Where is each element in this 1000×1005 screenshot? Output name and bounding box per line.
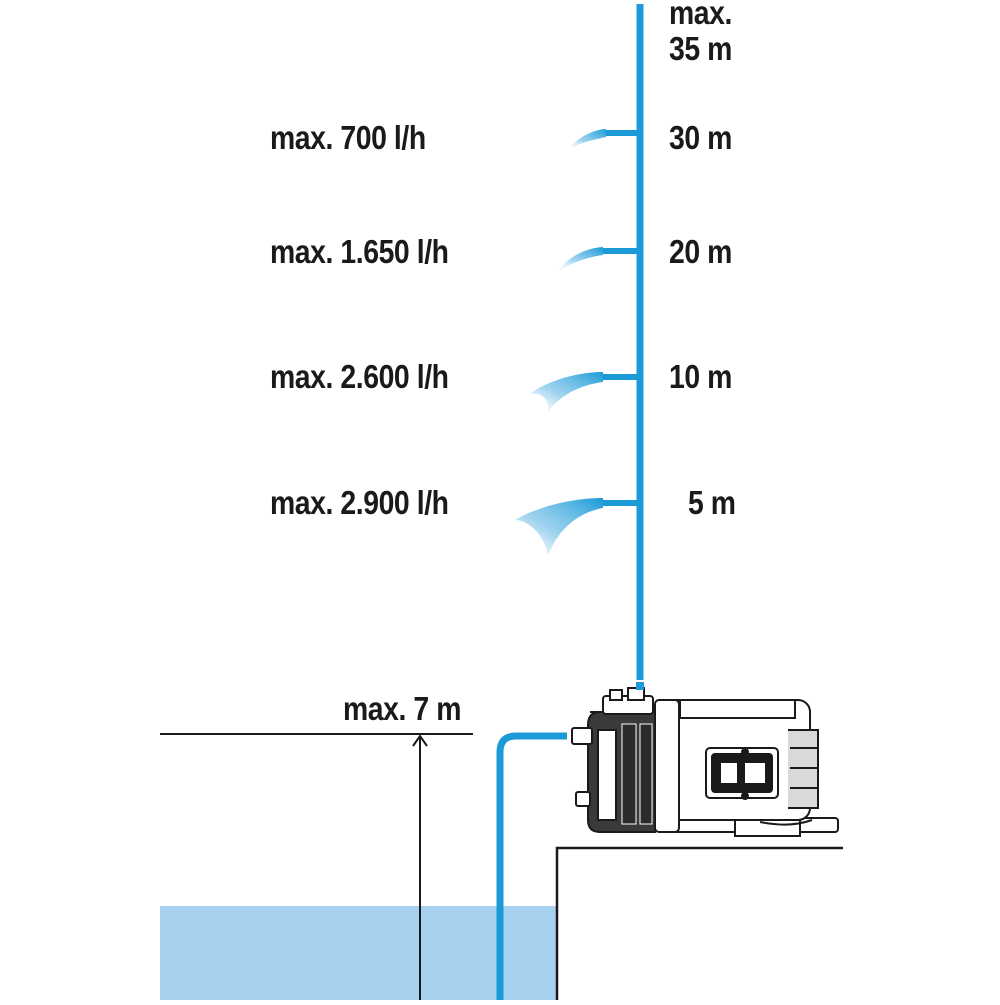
water-reservoir (160, 906, 557, 1000)
spray-5m (515, 498, 603, 556)
flow-label-5m: max. 2.900 l/h (270, 484, 449, 521)
spray-30m (568, 129, 606, 150)
ground-ledge (555, 846, 843, 1000)
height-label-20m: 20 m (669, 233, 732, 270)
outlet-stubs (603, 130, 640, 506)
height-label-10m: 10 m (669, 358, 732, 395)
max-height-label-line1: max. (669, 0, 732, 31)
flow-label-20m: max. 1.650 l/h (270, 233, 449, 270)
suction-depth-label: max. 7 m (343, 690, 462, 727)
spray-10m (530, 372, 603, 412)
flow-label-10m: max. 2.600 l/h (270, 358, 449, 395)
arrow-head-icon (412, 734, 428, 747)
max-height-label-line2: 35 m (669, 30, 732, 67)
suction-pipe (496, 732, 567, 1000)
garden-pump (571, 682, 839, 837)
flow-label-30m: max. 700 l/h (270, 119, 426, 156)
spray-20m (558, 247, 603, 272)
height-label-30m: 30 m (669, 119, 732, 156)
height-label-5m: 5 m (688, 484, 736, 521)
